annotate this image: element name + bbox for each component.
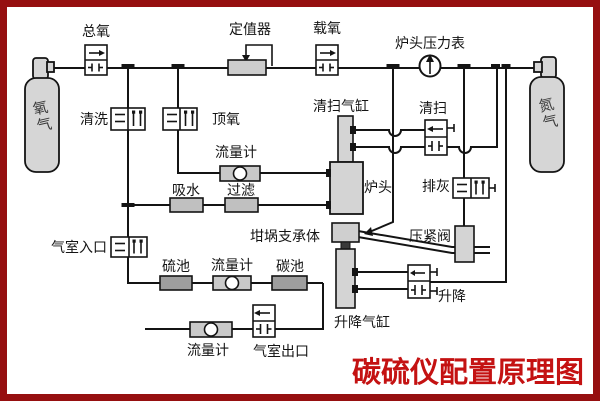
lift-valve-symbol bbox=[407, 264, 438, 299]
label-top-oxygen: 顶氧 bbox=[212, 111, 240, 127]
lift-cylinder-rod bbox=[340, 241, 351, 250]
label-carrier-oxygen: 载氧 bbox=[313, 20, 341, 36]
setpoint-regulator-box bbox=[227, 59, 267, 76]
chamber-inlet-valve-symbol bbox=[110, 236, 148, 258]
diagram-title: 碳硫仪配置原理图 bbox=[352, 357, 585, 389]
label-pressure-gauge: 炉头压力表 bbox=[395, 35, 465, 51]
pipe-network bbox=[54, 67, 534, 330]
total-oxygen-valve-symbol bbox=[84, 44, 108, 76]
label-press-valve: 压紧阀 bbox=[409, 228, 451, 244]
label-sulfur-cell: 硫池 bbox=[162, 258, 190, 274]
label-flowmeter-top: 流量计 bbox=[215, 144, 257, 160]
connection-nubs bbox=[326, 126, 358, 293]
oxygen-cylinder bbox=[24, 57, 60, 173]
ash-discharge-valve-symbol bbox=[452, 177, 496, 199]
label-total-oxygen: 总氧 bbox=[82, 23, 110, 39]
purge-valve-symbol bbox=[110, 107, 146, 131]
pipe-junctions bbox=[121, 64, 511, 207]
label-water-absorber: 吸水 bbox=[172, 182, 200, 198]
flowmeter-middle-symbol bbox=[212, 275, 252, 291]
filter-box bbox=[224, 197, 259, 213]
press-valve-box bbox=[454, 225, 475, 263]
sweep-cylinder-box bbox=[337, 115, 354, 163]
label-purge: 清洗 bbox=[80, 111, 108, 127]
furnace-head-box bbox=[329, 161, 364, 215]
label-lift-cylinder: 升降气缸 bbox=[334, 314, 390, 330]
label-ash-discharge: 排灰 bbox=[422, 178, 450, 194]
carrier-oxygen-valve-symbol bbox=[315, 44, 339, 76]
label-filter: 过滤 bbox=[227, 182, 255, 198]
pressure-gauge-symbol bbox=[418, 54, 442, 78]
flowmeter-top-symbol bbox=[219, 165, 261, 182]
label-carbon-cell: 碳池 bbox=[276, 258, 304, 274]
regulator-feedback-loop bbox=[242, 44, 273, 66]
label-furnace-head: 炉头 bbox=[364, 179, 392, 195]
label-sweep-valve: 清扫 bbox=[419, 100, 447, 116]
label-sweep-cylinder: 清扫气缸 bbox=[313, 98, 369, 114]
sulfur-cell-box bbox=[159, 275, 193, 291]
lift-cylinder-box bbox=[335, 248, 356, 309]
label-crucible-support: 坩埚支承体 bbox=[250, 228, 320, 244]
sweep-valve-symbol bbox=[424, 119, 455, 156]
chamber-outlet-valve-symbol bbox=[252, 304, 276, 338]
label-regulator: 定值器 bbox=[229, 21, 271, 37]
flowmeter-bottom-symbol bbox=[189, 321, 233, 338]
carbon-cell-box bbox=[271, 275, 308, 291]
crucible-support-box bbox=[331, 222, 360, 243]
label-flowmeter-bottom: 流量计 bbox=[187, 342, 229, 358]
label-lift-valve: 升降 bbox=[438, 288, 466, 304]
support-arrowhead bbox=[364, 227, 373, 236]
top-oxygen-valve-symbol bbox=[162, 107, 198, 131]
label-chamber-outlet: 气室出口 bbox=[253, 343, 309, 359]
label-chamber-inlet: 气室入口 bbox=[51, 239, 107, 255]
water-absorber-box bbox=[169, 197, 204, 213]
nitrogen-cylinder bbox=[529, 56, 565, 173]
label-flowmeter-middle: 流量计 bbox=[211, 257, 253, 273]
